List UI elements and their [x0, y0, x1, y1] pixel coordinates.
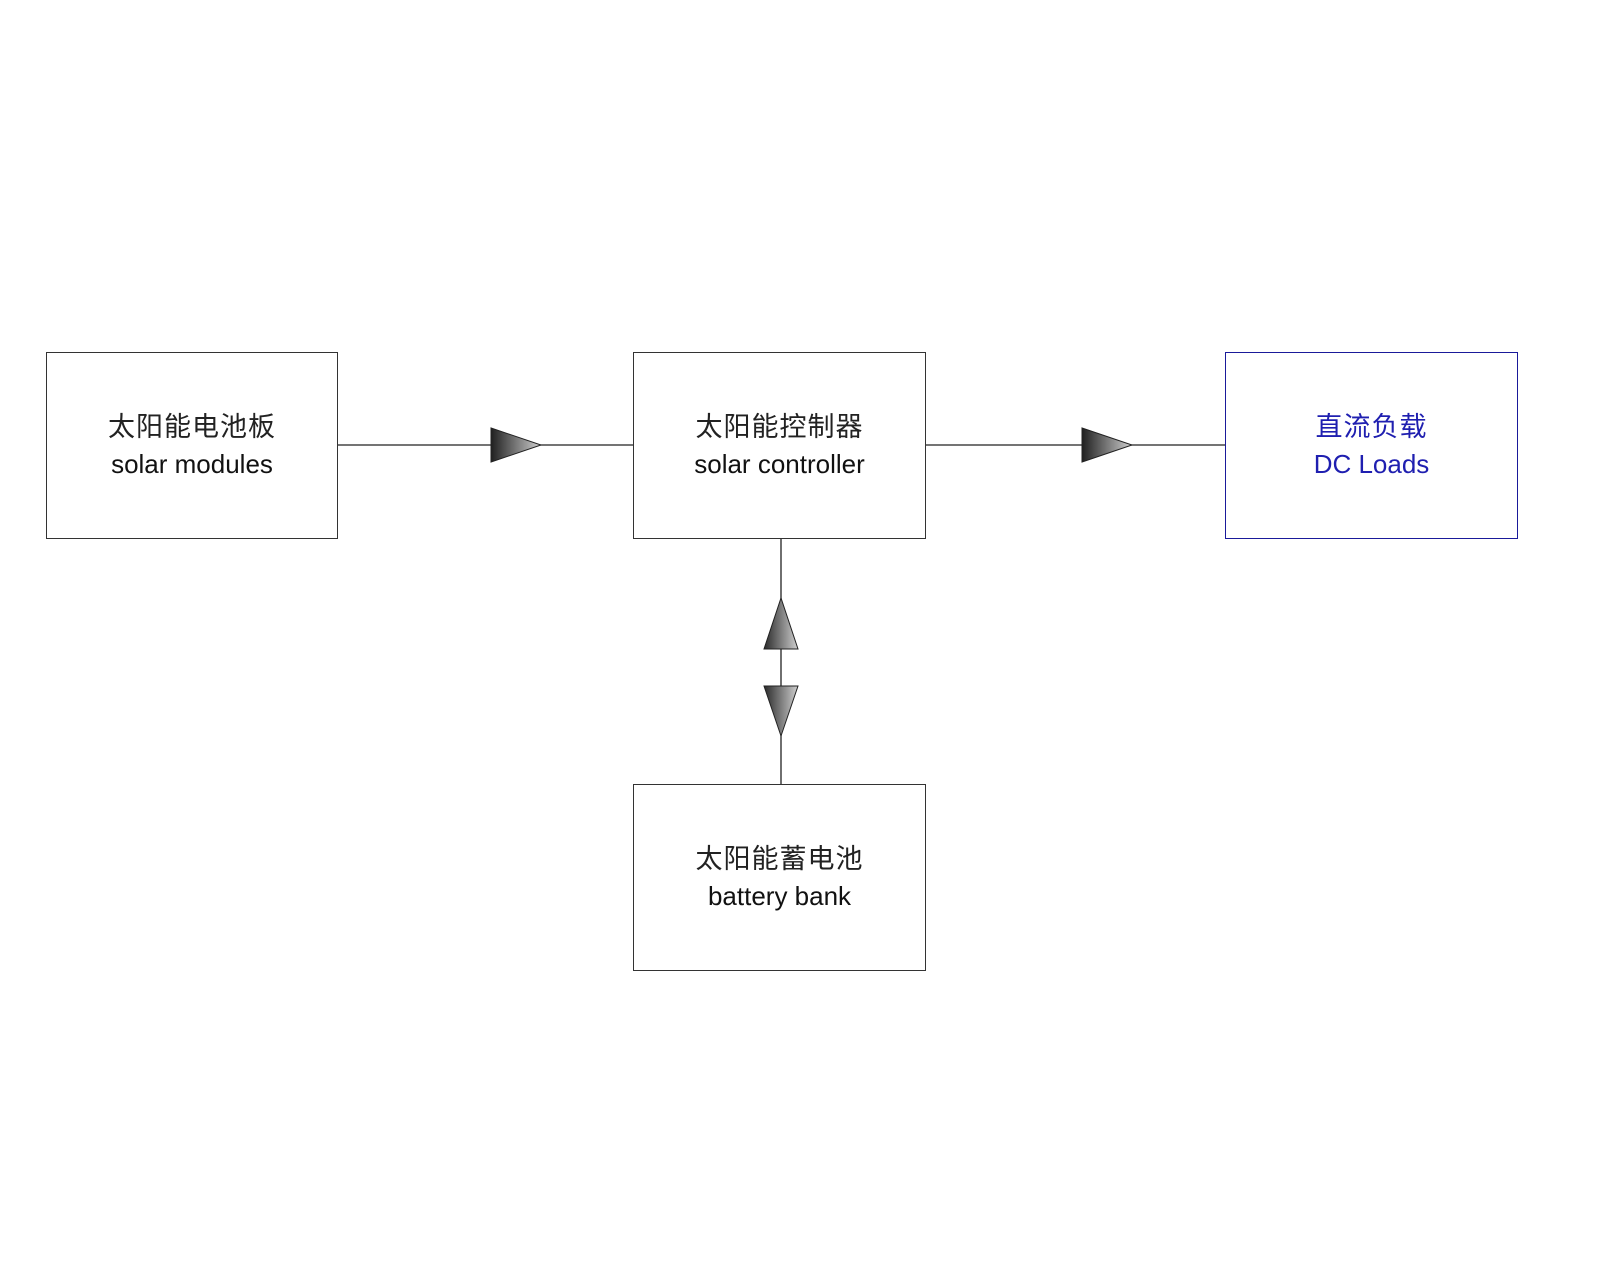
arrowhead-down-icon — [763, 685, 799, 738]
node-label-en: battery bank — [707, 880, 852, 911]
edge-modules-to-controller — [338, 427, 633, 463]
node-solar-modules: 太阳能电池板 solar modules — [46, 352, 338, 539]
node-label-zh: 太阳能电池板 — [108, 411, 276, 443]
node-label-en: DC Loads — [1313, 448, 1430, 479]
node-label-en: solar controller — [694, 448, 865, 479]
node-dc-loads: 直流负载 DC Loads — [1225, 352, 1518, 539]
arrowhead-right-icon — [1081, 427, 1134, 463]
node-solar-controller: 太阳能控制器 solar controller — [633, 352, 926, 539]
node-battery-bank: 太阳能蓄电池 battery bank — [633, 784, 926, 971]
arrowhead-right-icon — [490, 427, 543, 463]
edge-controller-to-loads — [926, 427, 1225, 463]
arrowhead-up-icon — [763, 596, 799, 650]
node-label-en: solar modules — [111, 448, 273, 479]
node-label-zh: 太阳能蓄电池 — [695, 843, 864, 875]
node-label-zh: 直流负载 — [1315, 411, 1428, 443]
edge-controller-battery-bidirectional — [763, 539, 799, 784]
node-label-zh: 太阳能控制器 — [695, 411, 864, 443]
